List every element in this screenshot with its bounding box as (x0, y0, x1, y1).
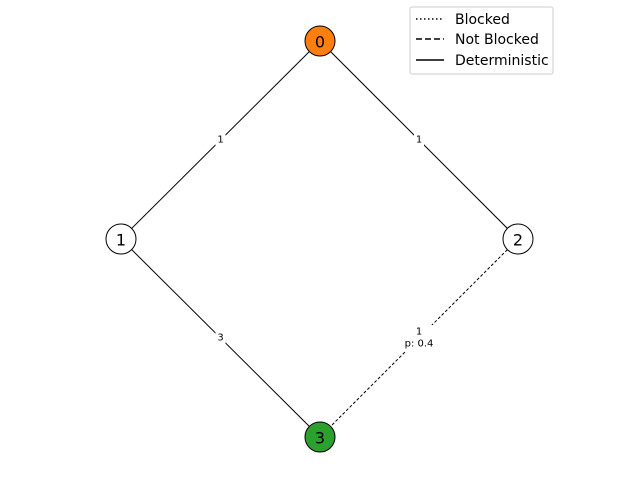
node-circle (105, 223, 137, 255)
legend-box (409, 6, 554, 75)
edge-label-background (414, 133, 424, 147)
node-label: 0 (315, 33, 325, 52)
node-2: 2 (502, 223, 534, 255)
node-circle (304, 25, 336, 57)
edge-label-0-2: 1 (414, 133, 424, 147)
legend-blocked-label: Blocked (455, 12, 510, 28)
edge-label-background (215, 331, 226, 345)
node-1: 1 (105, 223, 137, 255)
node-0: 0 (304, 25, 336, 57)
edge-label-2-3: 1p: 0.4 (402, 325, 436, 351)
node-circle (304, 421, 336, 453)
legend-not-blocked-label: Not Blocked (455, 32, 539, 48)
edge-weight-label: 3 (217, 333, 223, 344)
edge-probability-label: p: 0.4 (405, 339, 434, 350)
edge-weight-label: 1 (416, 327, 422, 338)
edge-weight-label: 1 (416, 135, 422, 146)
nodes-layer: 0 1 2 3 (105, 25, 534, 453)
node-label: 2 (513, 231, 523, 250)
edges-layer (120, 40, 519, 438)
edge-label-0-1: 1 (215, 133, 226, 147)
node-label: 1 (116, 231, 126, 250)
edge-label-background (402, 325, 436, 351)
edge-weight-label: 1 (217, 135, 223, 146)
edge-label-background (215, 133, 226, 147)
legend: Blocked Not Blocked Deterministic (409, 6, 554, 75)
node-label: 3 (315, 429, 325, 448)
node-3: 3 (304, 421, 336, 453)
legend-deterministic-label: Deterministic (455, 53, 549, 69)
edge-label-1-3: 3 (215, 331, 226, 345)
node-circle (502, 223, 534, 255)
